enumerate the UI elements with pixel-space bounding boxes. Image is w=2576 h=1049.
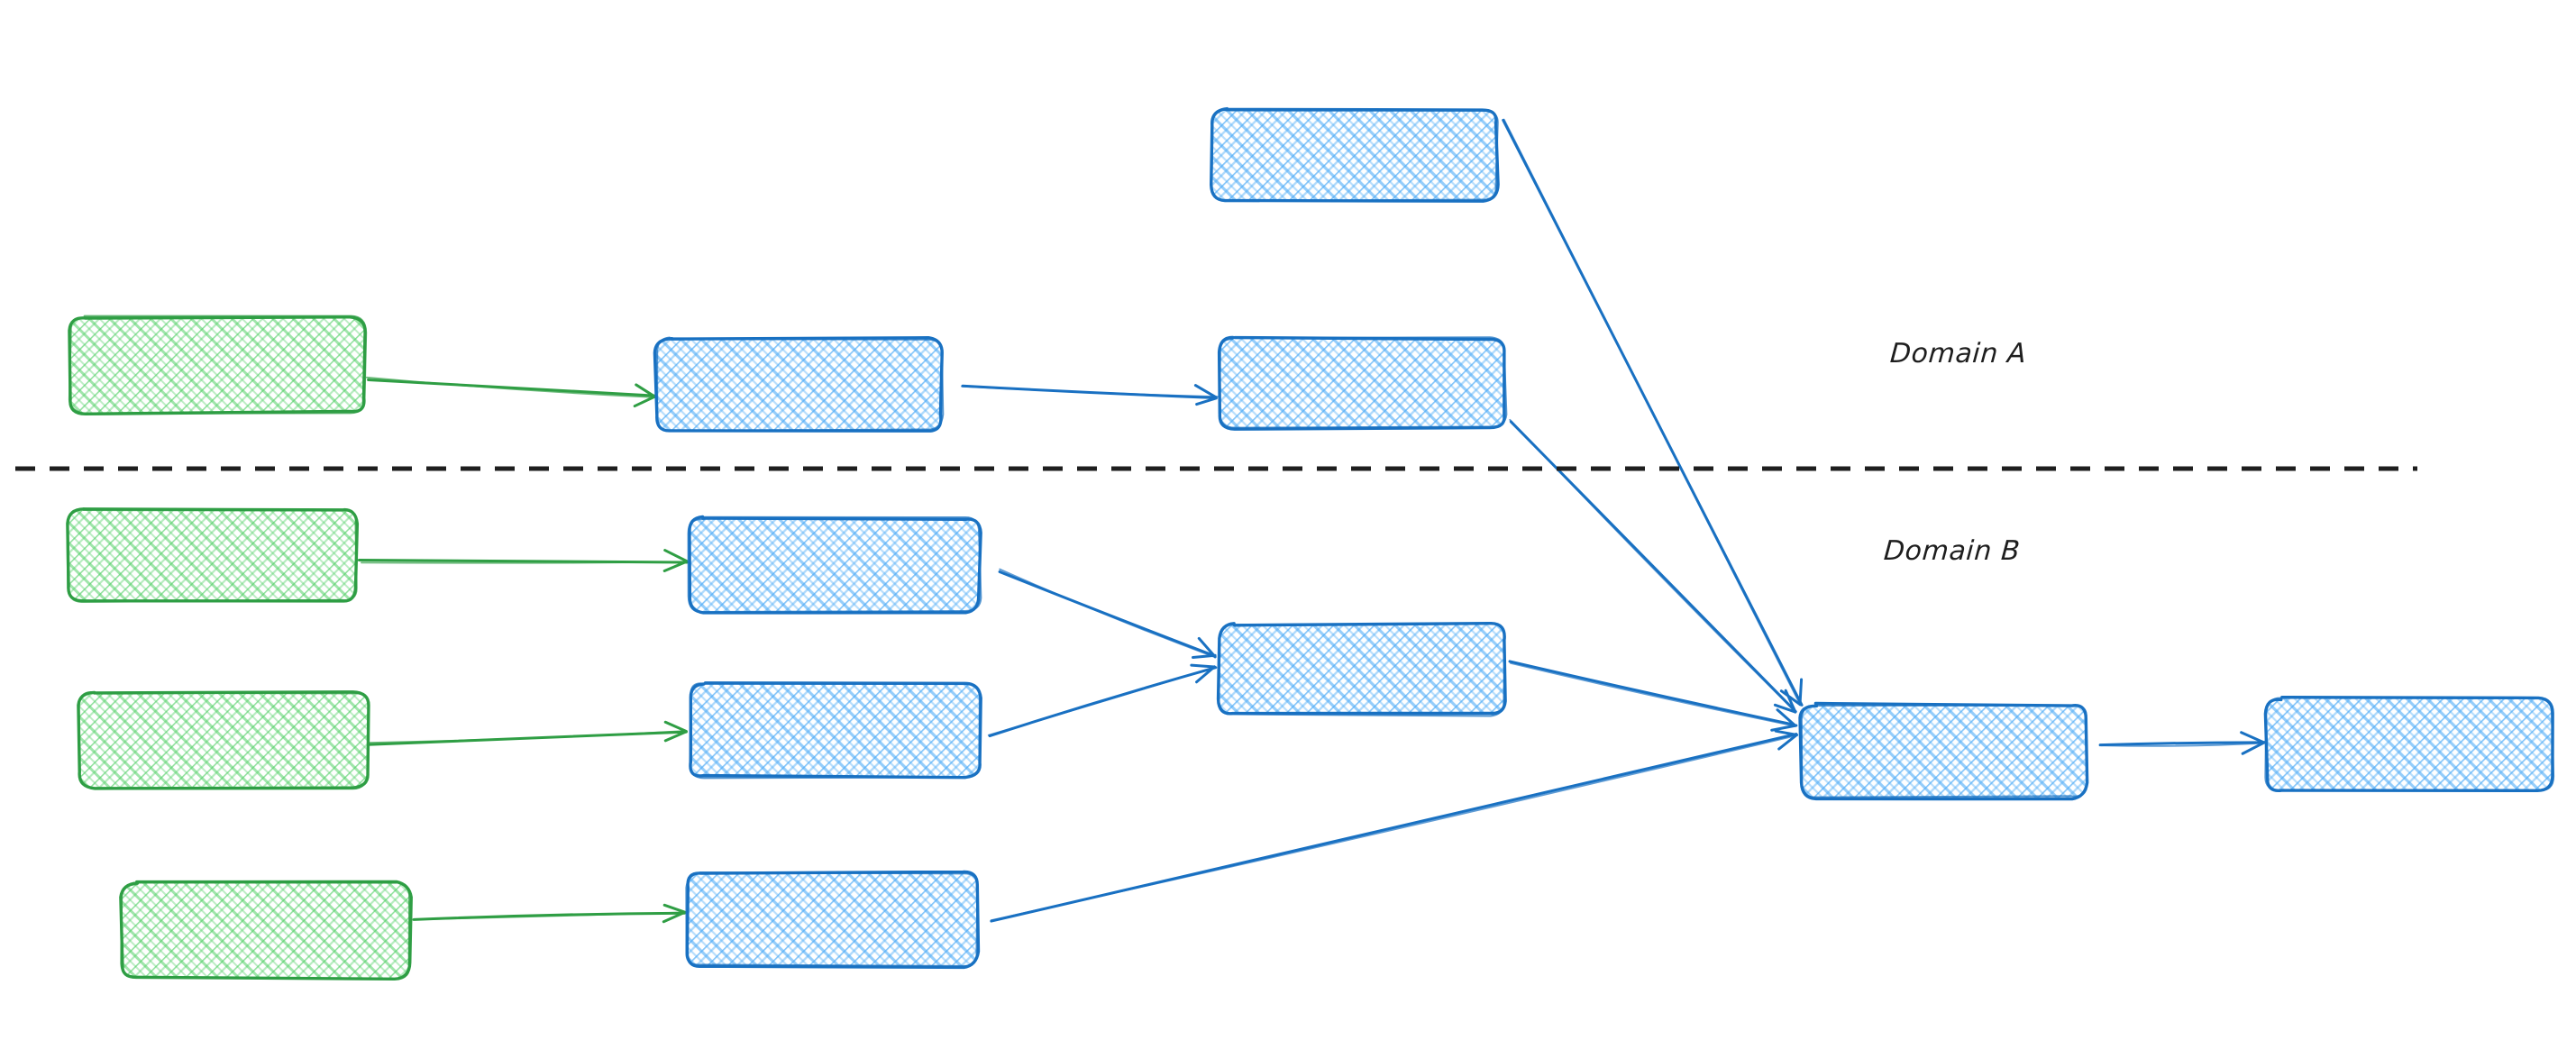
- edge-arrowhead: [663, 720, 688, 734]
- edge-arrowhead: [635, 383, 657, 399]
- edge-stroke: [987, 666, 1217, 736]
- edge-arrowhead: [1192, 653, 1217, 659]
- node-fill: [1219, 625, 1505, 715]
- edge-arrowhead: [1776, 708, 1797, 727]
- node-outline: [1218, 622, 1506, 717]
- edge-stroke: [2098, 741, 2267, 747]
- edge-stroke: [411, 911, 687, 921]
- edge-stroke: [999, 568, 1216, 658]
- node-outline: [68, 315, 368, 415]
- edge-stroke: [961, 385, 1219, 398]
- node-fill: [690, 683, 980, 777]
- node-fill: [687, 872, 977, 966]
- edge-e-b-proc1-to-b-hub1[interactable]: [998, 568, 1217, 659]
- node-b-src-1[interactable]: [66, 507, 360, 603]
- edge-e-a-proc1-to-a-proc2[interactable]: [961, 384, 1219, 406]
- domain-b-label: Domain B: [1882, 535, 2022, 567]
- edge-stroke: [990, 734, 1798, 922]
- edge-e-b-sink1-to-b-sink2[interactable]: [2098, 731, 2267, 755]
- domain-a-label: Domain A: [1888, 338, 2028, 369]
- node-outline: [656, 336, 945, 433]
- edge-e-b-proc3-to-b-sink1[interactable]: [990, 729, 1799, 923]
- edge-arrowhead: [1190, 663, 1216, 669]
- node-fill: [69, 509, 356, 601]
- edge-stroke: [2100, 742, 2264, 747]
- edge-arrowhead: [662, 911, 686, 924]
- node-b-proc-2[interactable]: [689, 681, 982, 780]
- node-outline: [1800, 704, 2088, 798]
- edge-e-b-src1-to-b-proc1[interactable]: [357, 549, 689, 572]
- edge-arrowhead: [1774, 729, 1799, 737]
- node-b-hub-1[interactable]: [1216, 621, 1507, 717]
- edge-stroke: [367, 378, 656, 397]
- edge-e-b-src3-to-b-proc3[interactable]: [411, 903, 688, 924]
- node-fill: [70, 317, 365, 413]
- node-b-proc-3[interactable]: [685, 870, 981, 970]
- edge-arrowhead: [1798, 678, 1804, 707]
- edge-e-a-src1-to-a-proc1[interactable]: [365, 376, 657, 408]
- edge-stroke: [365, 376, 657, 398]
- edge-e-b-src2-to-b-proc2[interactable]: [366, 720, 688, 746]
- edge-stroke: [367, 730, 687, 744]
- edge-arrowhead: [2241, 741, 2266, 755]
- node-fill: [122, 883, 410, 978]
- node-b-proc-1[interactable]: [687, 515, 982, 615]
- node-fill: [79, 692, 368, 788]
- node-outline: [78, 691, 370, 790]
- edge-arrowhead: [1784, 689, 1797, 714]
- node-a-proc-2[interactable]: [1217, 335, 1508, 431]
- edge-e-a-proc2-to-b-sink1[interactable]: [1509, 418, 1797, 714]
- node-b-src-2[interactable]: [77, 690, 370, 790]
- node-fill: [656, 339, 942, 430]
- edges-layer: [357, 118, 2267, 924]
- edge-stroke: [361, 561, 689, 564]
- edge-arrowhead: [1773, 703, 1796, 714]
- edge-arrowhead: [1197, 636, 1217, 659]
- edge-arrowhead: [662, 560, 689, 572]
- edge-arrowhead: [662, 903, 688, 914]
- node-outline: [66, 507, 358, 603]
- edge-arrowhead: [1777, 734, 1798, 751]
- edge-arrowhead: [1193, 384, 1218, 399]
- edge-e-b-hub1-to-b-sink1[interactable]: [1508, 660, 1798, 732]
- node-fill: [2267, 698, 2553, 791]
- edge-arrowhead: [1195, 397, 1218, 406]
- node-outline: [687, 515, 982, 614]
- node-fill: [1219, 338, 1505, 428]
- edge-stroke: [1510, 661, 1796, 727]
- node-b-sink-1[interactable]: [1798, 701, 2089, 801]
- node-outline: [1210, 107, 1499, 203]
- node-outline: [120, 881, 411, 981]
- edge-stroke: [998, 570, 1216, 658]
- edge-arrowhead: [663, 549, 689, 563]
- node-fill: [690, 518, 980, 612]
- edge-arrowhead: [1770, 724, 1798, 732]
- node-b-sink-2[interactable]: [2263, 696, 2555, 793]
- node-outline: [1218, 336, 1508, 429]
- edge-arrowhead: [1195, 665, 1216, 684]
- edge-stroke: [1509, 418, 1796, 713]
- nodes-layer: [66, 106, 2555, 981]
- node-outline: [2264, 696, 2555, 792]
- node-b-src-3[interactable]: [119, 880, 413, 981]
- node-fill: [1211, 110, 1497, 200]
- node-outline: [685, 871, 979, 967]
- edge-stroke: [1503, 118, 1801, 706]
- edge-arrowhead: [2240, 731, 2266, 744]
- node-fill: [1801, 705, 2087, 798]
- node-a-src-1[interactable]: [68, 315, 368, 416]
- edge-stroke: [1508, 660, 1796, 726]
- node-a-top-1[interactable]: [1210, 106, 1500, 203]
- edge-arrowhead: [663, 730, 688, 743]
- edge-e-a-top1-to-b-sink1[interactable]: [1502, 118, 1804, 707]
- edge-arrowhead: [1779, 689, 1802, 707]
- edge-arrowhead: [633, 395, 657, 408]
- node-a-proc-1[interactable]: [653, 336, 945, 433]
- edge-e-b-proc2-to-b-hub1[interactable]: [987, 663, 1218, 738]
- node-outline: [689, 682, 981, 780]
